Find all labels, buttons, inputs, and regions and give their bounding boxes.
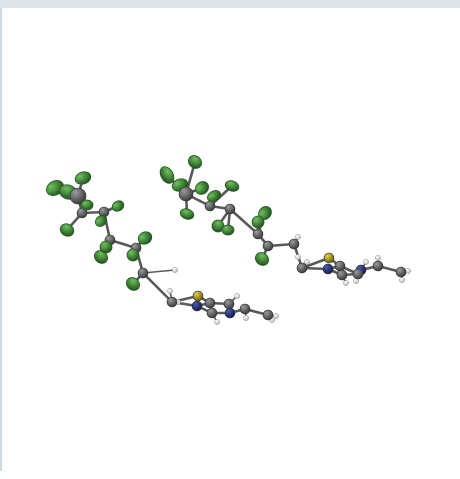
carbon-atom: [224, 203, 236, 215]
fluorine-atom: [137, 231, 153, 245]
carbon-atom: [239, 303, 251, 315]
carbon-atom: [206, 307, 218, 319]
fluorine-atom: [94, 215, 108, 227]
fluorine-atom: [254, 252, 270, 266]
hydrogen-atom: [172, 267, 178, 273]
carbon-atom: [204, 297, 216, 309]
carbon-atom: [262, 240, 274, 252]
carbon-atom: [252, 228, 264, 240]
hydrogen-atom: [295, 254, 301, 260]
fluorine-atom: [187, 155, 203, 169]
fluorine-atom: [126, 248, 140, 262]
hydrogen-atom: [304, 259, 310, 265]
hydrogen-atom: [234, 293, 240, 299]
fluorine-atom: [59, 223, 75, 237]
fluorine-atom: [221, 224, 235, 236]
hydrogen-atom: [295, 234, 301, 240]
hydrogen-atom: [399, 277, 405, 283]
carbon-atom: [137, 267, 149, 279]
crystal-structure-render: [46, 155, 411, 325]
carbon-atom: [178, 186, 194, 202]
carbon-atom: [372, 260, 384, 272]
hydrogen-atom: [363, 259, 369, 265]
fluorine-atom: [159, 166, 175, 184]
fluorine-atom: [224, 180, 240, 192]
fluorine-atom: [125, 277, 141, 291]
hydrogen-atom: [214, 319, 220, 325]
fluorine-atom: [80, 199, 94, 211]
carbon-atom: [204, 200, 216, 212]
carbon-atom: [166, 296, 178, 308]
fluorine-atom: [111, 200, 125, 212]
fluorine-atom: [99, 240, 113, 254]
fluorine-atom: [207, 190, 221, 202]
hydrogen-atom: [343, 280, 349, 286]
sulfur-atom: [192, 290, 204, 302]
fluorine-atom: [179, 208, 195, 220]
hydrogen-atom: [273, 313, 279, 319]
carbon-atom: [352, 268, 364, 280]
hydrogen-atom: [375, 255, 381, 261]
hydrogen-atom: [167, 288, 173, 294]
bond: [228, 207, 260, 236]
nitrogen-atom: [191, 300, 203, 312]
fluorine-atom: [74, 171, 92, 185]
carbon-atom: [69, 187, 87, 205]
carbon-atom: [336, 269, 348, 281]
carbon-atom: [223, 298, 235, 310]
window-top-border: [0, 0, 460, 8]
nitrogen-atom: [224, 307, 236, 319]
carbon-atom: [288, 238, 300, 250]
carbon-atom: [334, 260, 346, 272]
bond: [141, 271, 174, 304]
carbon-atom: [262, 309, 274, 321]
fluorine-atom: [194, 181, 210, 195]
molecule-viewer-canvas[interactable]: [2, 8, 460, 471]
carbon-atom: [395, 266, 407, 278]
hydrogen-atom: [243, 315, 249, 321]
fluorine-atom: [251, 215, 265, 229]
sulfur-atom: [323, 252, 335, 264]
window-left-border: [0, 8, 2, 471]
carbon-atom: [296, 262, 308, 274]
bond: [142, 269, 176, 274]
nitrogen-atom: [322, 263, 334, 275]
